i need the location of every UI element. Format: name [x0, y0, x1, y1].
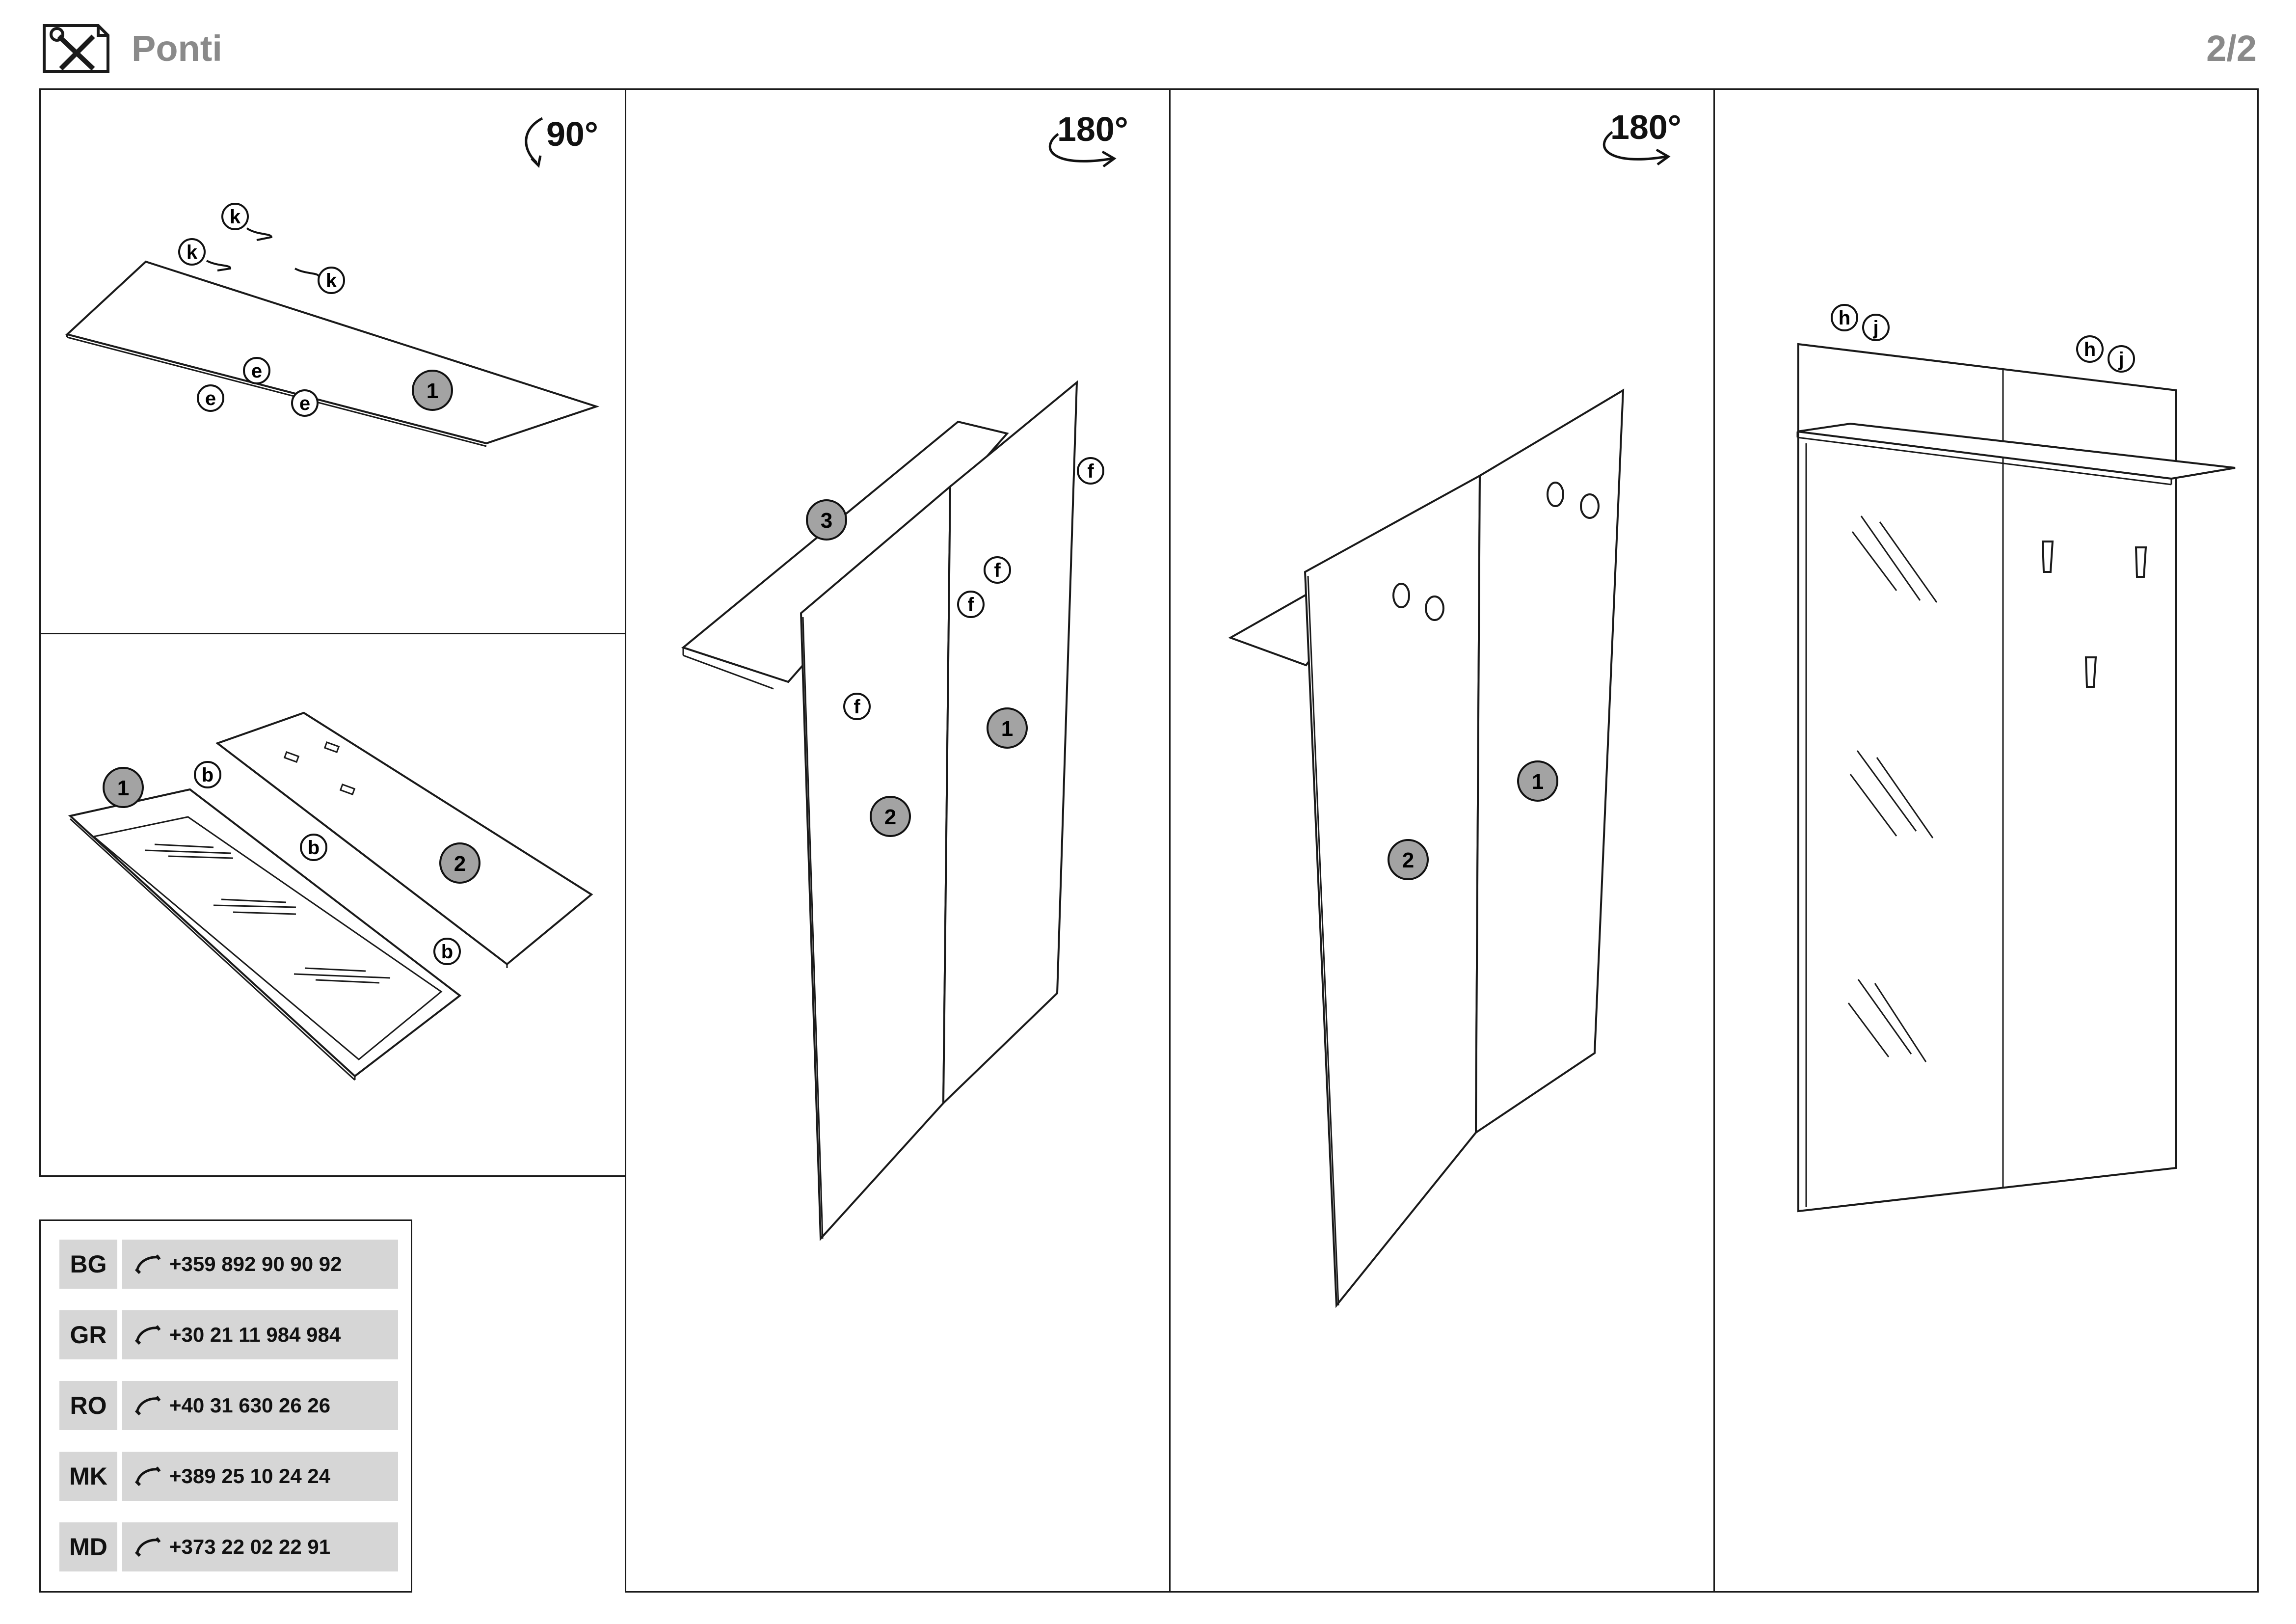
- label-k-1: k: [230, 206, 241, 228]
- contact-row-bg: BG +359 892 90 90 92: [59, 1240, 398, 1289]
- part-badge-2: 2: [454, 852, 466, 876]
- step-bottom-left-panel: 1 b b b 2: [39, 633, 626, 1177]
- country-code: RO: [59, 1381, 117, 1430]
- label-f-2: f: [994, 560, 1001, 581]
- label-h-1: h: [1839, 307, 1850, 329]
- country-code: MD: [59, 1522, 117, 1571]
- country-code: BG: [59, 1240, 117, 1289]
- step-4-drawing: 2 1: [1228, 131, 1671, 1308]
- contact-row-mk: MK +389 25 10 24 24: [59, 1452, 398, 1501]
- contact-row-md: MD +373 22 02 22 91: [59, 1522, 398, 1571]
- phone-icon: [134, 1325, 161, 1345]
- contact-row-gr: GR +30 21 11 984 984: [59, 1310, 398, 1359]
- label-j-1: j: [1872, 317, 1878, 339]
- label-e-2: e: [205, 388, 216, 409]
- part-badge-2: 2: [884, 805, 896, 829]
- step-top-left-panel: 90° k k k e e e 1: [39, 88, 626, 634]
- rotation-90-label: 90°: [546, 115, 598, 153]
- label-h-2: h: [2084, 339, 2096, 360]
- label-j-2: j: [2118, 349, 2124, 370]
- label-e-3: e: [299, 393, 310, 414]
- phone-number[interactable]: +389 25 10 24 24: [169, 1464, 331, 1488]
- step-3-drawing: 3 f f f f 1 2: [681, 133, 1117, 1242]
- phone-icon: [134, 1254, 161, 1274]
- phone-number[interactable]: +373 22 02 22 91: [169, 1535, 331, 1558]
- phone-number[interactable]: +359 892 90 90 92: [169, 1252, 342, 1275]
- shelf-top-drawing: k k k e e e 1: [65, 117, 600, 447]
- support-contacts: BG +359 892 90 90 92 GR +30 21 11 984 98…: [39, 1219, 412, 1593]
- label-b-2: b: [308, 837, 320, 859]
- phone-icon: [134, 1396, 161, 1415]
- tools-icon: [43, 24, 109, 73]
- step-5-panel: h j h j: [1713, 88, 2259, 1593]
- step-5-drawing: h j h j: [1796, 304, 2236, 1213]
- label-e-1: e: [251, 360, 262, 382]
- rotation-180-label: 180°: [1610, 108, 1682, 146]
- part-badge-2: 2: [1402, 848, 1414, 872]
- step-4-panel: 180° 2 1: [1169, 88, 1715, 1593]
- label-f-3: f: [967, 594, 974, 616]
- phone-number[interactable]: +30 21 11 984 984: [169, 1323, 341, 1346]
- part-badge-1: 1: [1001, 717, 1013, 741]
- part-badge-1: 1: [427, 379, 438, 403]
- mirror-panels-drawing: 1 b b b 2: [68, 711, 593, 1081]
- step-3-panel: 180° 3 f f f f 1 2: [625, 88, 1171, 1593]
- document-title: Ponti: [132, 28, 222, 69]
- label-b-3: b: [441, 941, 453, 963]
- label-k-3: k: [326, 270, 337, 292]
- label-k: k k k: [178, 203, 345, 294]
- phone-icon: [134, 1466, 161, 1486]
- phone-icon: [134, 1537, 161, 1557]
- part-badge-1: 1: [1532, 770, 1544, 794]
- label-f-4: f: [854, 696, 860, 718]
- country-code: GR: [59, 1310, 117, 1359]
- label-f-1: f: [1087, 460, 1094, 482]
- country-code: MK: [59, 1452, 117, 1501]
- page-number: 2/2: [2206, 28, 2257, 69]
- rotation-180-label: 180°: [1057, 110, 1128, 148]
- label-b-1: b: [202, 764, 214, 786]
- label-k-2: k: [187, 242, 198, 263]
- phone-number[interactable]: +40 31 630 26 26: [169, 1394, 331, 1417]
- contact-row-ro: RO +40 31 630 26 26: [59, 1381, 398, 1430]
- part-badge-1: 1: [117, 776, 129, 800]
- part-badge-3: 3: [821, 509, 832, 533]
